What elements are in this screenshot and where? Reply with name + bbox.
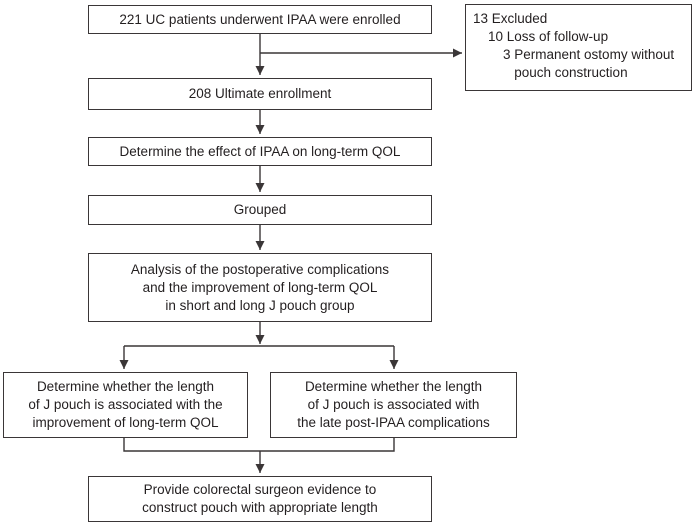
- box-length-qol: Determine whether the length of J pouch …: [3, 372, 248, 438]
- merge-line: [123, 438, 395, 452]
- box-grouped: Grouped: [88, 195, 432, 225]
- box-length-complications: Determine whether the length of J pouch …: [270, 372, 517, 438]
- box-excluded: 13 Excluded 10 Loss of follow-up 3 Perma…: [465, 4, 692, 91]
- box-conclusion: Provide colorectal surgeon evidence to c…: [88, 476, 432, 522]
- box-determine-effect: Determine the effect of IPAA on long-ter…: [88, 137, 432, 166]
- box-enrolled: 221 UC patients underwent IPAA were enro…: [88, 5, 432, 34]
- box-ultimate-enrollment: 208 Ultimate enrollment: [88, 78, 432, 110]
- box-analysis: Analysis of the postoperative complicati…: [88, 253, 432, 322]
